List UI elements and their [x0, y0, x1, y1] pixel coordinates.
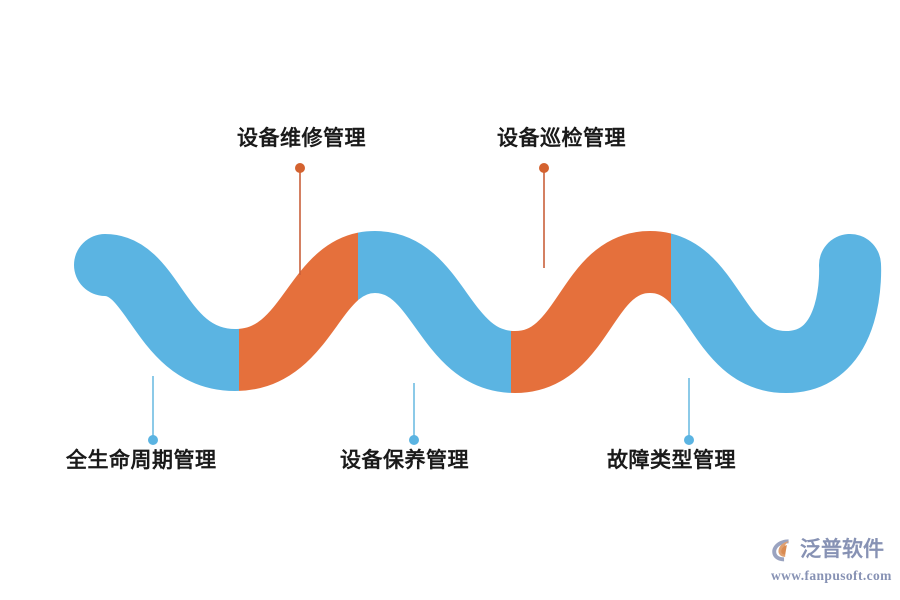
callout-4-leader [409, 383, 419, 445]
callout-2-leader [539, 163, 549, 268]
ribbon-group [105, 262, 850, 362]
brand-row: 泛普软件 [770, 532, 890, 566]
callout-3-leader [148, 376, 158, 445]
callout-label-equipment-repair: 设备维修管理 [237, 127, 366, 150]
brand-watermark: 泛普软件 www.fanpusoft.com [770, 532, 892, 590]
callout-label-fault-type: 故障类型管理 [607, 449, 736, 472]
brand-name: 泛普软件 [800, 537, 884, 561]
leader-dot [148, 435, 158, 445]
callout-leaders [148, 163, 694, 445]
callout-label-equipment-maintenance: 设备保养管理 [340, 449, 469, 472]
leader-dot [684, 435, 694, 445]
leader-dot [295, 163, 305, 173]
callout-5-leader [684, 378, 694, 445]
callout-1-leader [295, 163, 305, 275]
brand-url: www.fanpusoft.com [771, 568, 892, 583]
fanpu-logo-icon [772, 538, 790, 561]
leader-dot [539, 163, 549, 173]
callout-label-equipment-inspection: 设备巡检管理 [497, 127, 626, 150]
callout-label-full-lifecycle: 全生命周期管理 [66, 449, 217, 472]
leader-dot [409, 435, 419, 445]
